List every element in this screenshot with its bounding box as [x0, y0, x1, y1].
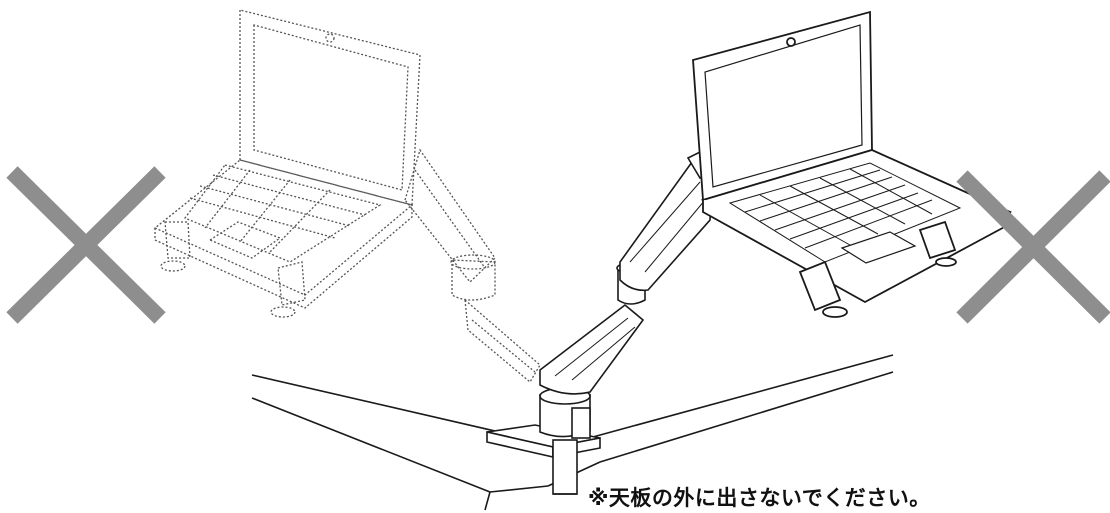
cross-mark-icon — [956, 170, 1110, 324]
monitor-arm — [539, 150, 714, 439]
caution-note: ※天板の外に出さないでください。 — [588, 486, 931, 510]
cross-mark-icon — [6, 166, 166, 324]
laptop-solid — [692, 10, 1013, 318]
keyboard — [728, 162, 962, 263]
desk-clamp — [486, 424, 601, 495]
laptop-ghost — [153, 9, 421, 318]
ghost-arm — [404, 148, 541, 383]
